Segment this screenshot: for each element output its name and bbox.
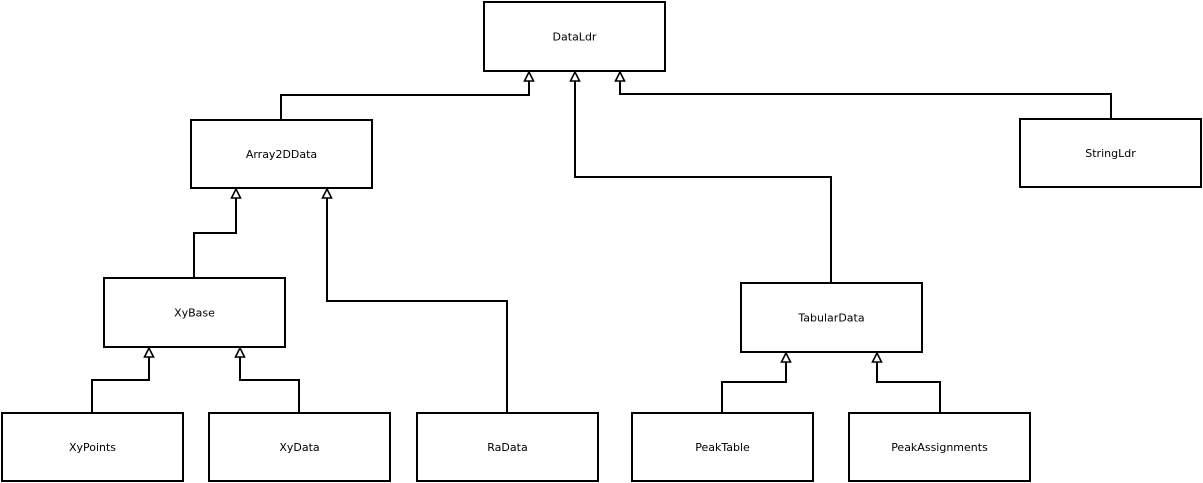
class-name-label: PeakTable [695, 441, 750, 454]
class-box-peaktable: PeakTable [631, 412, 814, 482]
edge-array2ddata-to-dataldr [280, 70, 535, 120]
class-name-label: XyPoints [69, 441, 116, 454]
class-name-label: DataLdr [553, 31, 597, 44]
inheritance-arrowhead-icon [321, 187, 333, 199]
class-box-tabulardata: TabularData [740, 282, 923, 353]
class-box-border [740, 282, 923, 353]
edge-line [619, 81, 1112, 119]
edge-line [280, 81, 530, 120]
edge-line [574, 81, 832, 283]
inheritance-arrowhead-icon [234, 346, 246, 358]
edge-stringldr-to-dataldr [614, 70, 1112, 119]
edge-xydata-to-xybase [234, 346, 300, 413]
class-box-radata: RaData [416, 412, 599, 482]
class-box-stringldr: StringLdr [1019, 118, 1202, 188]
inheritance-arrowhead-icon [569, 70, 581, 82]
class-box-array2ddata: Array2DData [190, 119, 373, 189]
edge-line [326, 198, 508, 413]
edge-xypoints-to-xybase [91, 346, 155, 413]
inheritance-arrowhead-icon [871, 351, 883, 363]
class-name-label: Array2DData [246, 148, 317, 161]
inheritance-arrowhead-icon [780, 351, 792, 363]
inheritance-arrowhead-icon [523, 70, 535, 82]
class-box-xypoints: XyPoints [1, 412, 184, 482]
edge-line [91, 357, 150, 413]
class-name-label: XyData [279, 441, 319, 454]
class-box-border [1019, 118, 1202, 188]
class-name-label: RaData [487, 441, 527, 454]
class-box-border [208, 412, 391, 482]
class-name-label: XyBase [174, 307, 215, 320]
edge-line [876, 362, 941, 413]
inheritance-arrowhead-icon [143, 346, 155, 358]
class-box-border [416, 412, 599, 482]
class-box-border [1, 412, 184, 482]
class-box-border [848, 412, 1031, 482]
edge-peaktable-to-tabulardata [721, 351, 792, 413]
inheritance-edges [91, 70, 1112, 413]
class-name-label: PeakAssignments [891, 441, 988, 454]
class-box-peakassignments: PeakAssignments [848, 412, 1031, 482]
edge-peakassignments-to-tabulardata [871, 351, 941, 413]
class-box-border [483, 1, 666, 72]
edge-tabulardata-to-dataldr [569, 70, 832, 283]
edge-line [193, 198, 237, 278]
class-box-border [631, 412, 814, 482]
inheritance-arrowhead-icon [230, 187, 242, 199]
class-box-border [103, 277, 286, 348]
edge-radata-to-array2ddata [321, 187, 508, 413]
class-box-dataldr: DataLdr [483, 1, 666, 72]
class-name-label: StringLdr [1085, 147, 1136, 160]
edge-line [239, 357, 300, 413]
inheritance-arrowhead-icon [614, 70, 626, 82]
class-box-border [190, 119, 373, 189]
edge-line [721, 362, 787, 413]
class-box-xybase: XyBase [103, 277, 286, 348]
edge-xybase-to-array2ddata [193, 187, 242, 278]
class-box-xydata: XyData [208, 412, 391, 482]
class-name-label: TabularData [797, 312, 864, 325]
